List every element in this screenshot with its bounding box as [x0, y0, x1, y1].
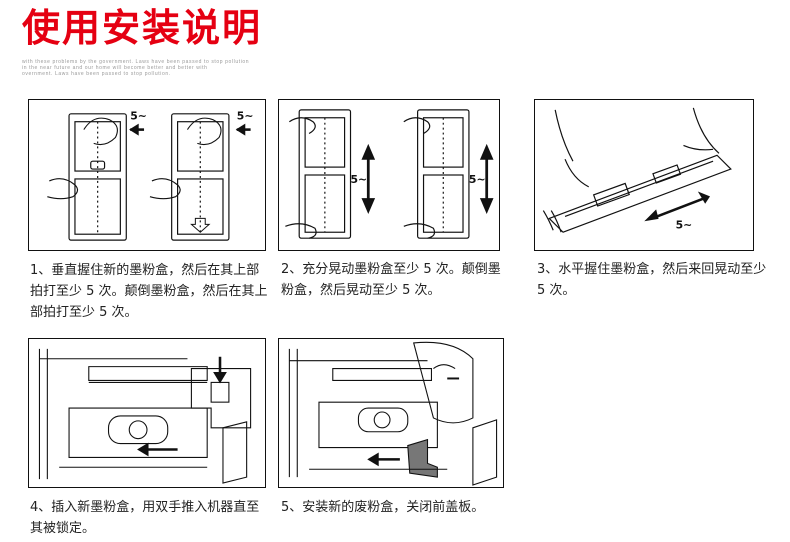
- step-1-illustration: 5~ 5~: [28, 99, 266, 251]
- shake-count-label: 5~: [351, 173, 368, 186]
- step-1-caption: 1、垂直握住新的墨粉盒，然后在其上部拍打至少 5 次。颠倒墨粉盒，然后在其上部拍…: [30, 263, 268, 320]
- shake-count-label: 5~: [676, 218, 693, 231]
- step-3-illustration: 5~: [534, 99, 754, 251]
- subtitle-line: overnment. Laws have been passed to stop…: [22, 71, 171, 77]
- shake-count-label: 5~: [469, 173, 486, 186]
- step-5-caption: 5、安装新的废粉盒，关闭前盖板。: [281, 500, 485, 515]
- step-4-caption: 4、插入新墨粉盒，用双手推入机器直至其被锁定。: [30, 500, 260, 536]
- subtitle-line: with these problems by the government. L…: [22, 59, 250, 65]
- step-4-illustration: [28, 338, 266, 488]
- step-2-caption: 2、充分晃动墨粉盒至少 5 次。颠倒墨粉盒，然后晃动至少 5 次。: [281, 262, 501, 298]
- tap-count-label: 5~: [130, 110, 147, 123]
- step-3-caption: 3、水平握住墨粉盒，然后来回晃动至少 5 次。: [537, 262, 767, 298]
- tap-count-label: 5~: [237, 110, 254, 123]
- step-5-illustration: [278, 338, 504, 488]
- subtitle-line: in the near future and our home will bec…: [22, 65, 208, 71]
- step-2-illustration: 5~ 5~: [278, 99, 500, 251]
- subtitle-text: with these problems by the government. L…: [22, 59, 322, 77]
- page-title: 使用安装说明: [22, 6, 263, 50]
